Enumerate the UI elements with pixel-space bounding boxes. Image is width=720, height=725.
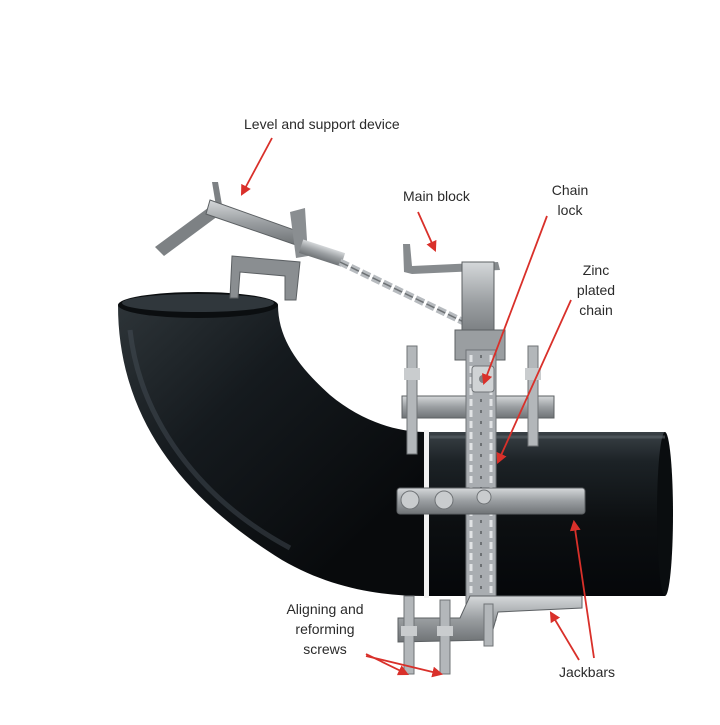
main-block bbox=[403, 244, 506, 361]
label-jackbars: Jackbars bbox=[559, 664, 616, 680]
level-support-device bbox=[155, 182, 346, 301]
chain-lock bbox=[471, 365, 495, 393]
arrow-jackbar-lower bbox=[549, 611, 580, 661]
label-zinc-plated-chain: Zinc plated chain bbox=[576, 262, 616, 318]
arrow-main-block bbox=[417, 211, 437, 252]
arrow-zinc-chain bbox=[496, 299, 572, 464]
elbow-pipe bbox=[118, 292, 429, 598]
arrow-jackbar-upper bbox=[569, 519, 595, 659]
jackbar-upper bbox=[396, 487, 586, 515]
lower-clamp-bar bbox=[397, 595, 583, 675]
label-level-support-device: Level and support device bbox=[244, 116, 400, 132]
support-chain bbox=[338, 258, 472, 329]
callout-arrows bbox=[240, 137, 595, 678]
label-main-block: Main block bbox=[403, 188, 470, 204]
label-aligning-screws: Aligning and reforming screws bbox=[286, 601, 364, 657]
label-chain-lock: Chain lock bbox=[551, 182, 589, 218]
arrow-chain-lock bbox=[481, 215, 548, 386]
arrow-screw-right bbox=[365, 655, 444, 678]
arrow-level-support bbox=[240, 137, 273, 196]
